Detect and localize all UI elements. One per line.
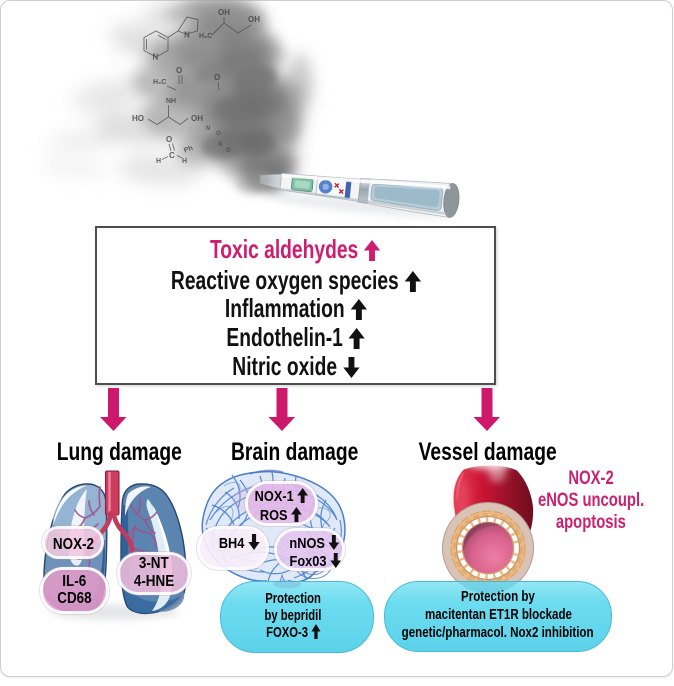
svg-text:Ph: Ph <box>183 145 194 155</box>
svg-text:H: H <box>182 158 187 165</box>
svg-text:C: C <box>169 151 175 160</box>
svg-text:N: N <box>218 142 222 148</box>
svg-text:H: H <box>156 158 161 165</box>
svg-text:OH: OH <box>248 15 260 24</box>
svg-text:N: N <box>184 31 190 40</box>
svg-text:OH: OH <box>191 114 203 123</box>
svg-text:H₃C: H₃C <box>153 79 166 86</box>
svg-text:O: O <box>166 135 172 144</box>
svg-text:H₃C: H₃C <box>199 33 212 40</box>
svg-text:O: O <box>226 148 231 154</box>
svg-text:O: O <box>216 131 221 137</box>
svg-text:NH: NH <box>166 98 176 105</box>
svg-text:N: N <box>206 126 210 132</box>
svg-text:O: O <box>214 73 220 82</box>
svg-text:O: O <box>176 66 182 75</box>
svg-text:OH: OH <box>218 8 230 17</box>
svg-text:HO: HO <box>132 114 144 123</box>
svg-text:N: N <box>153 53 159 62</box>
